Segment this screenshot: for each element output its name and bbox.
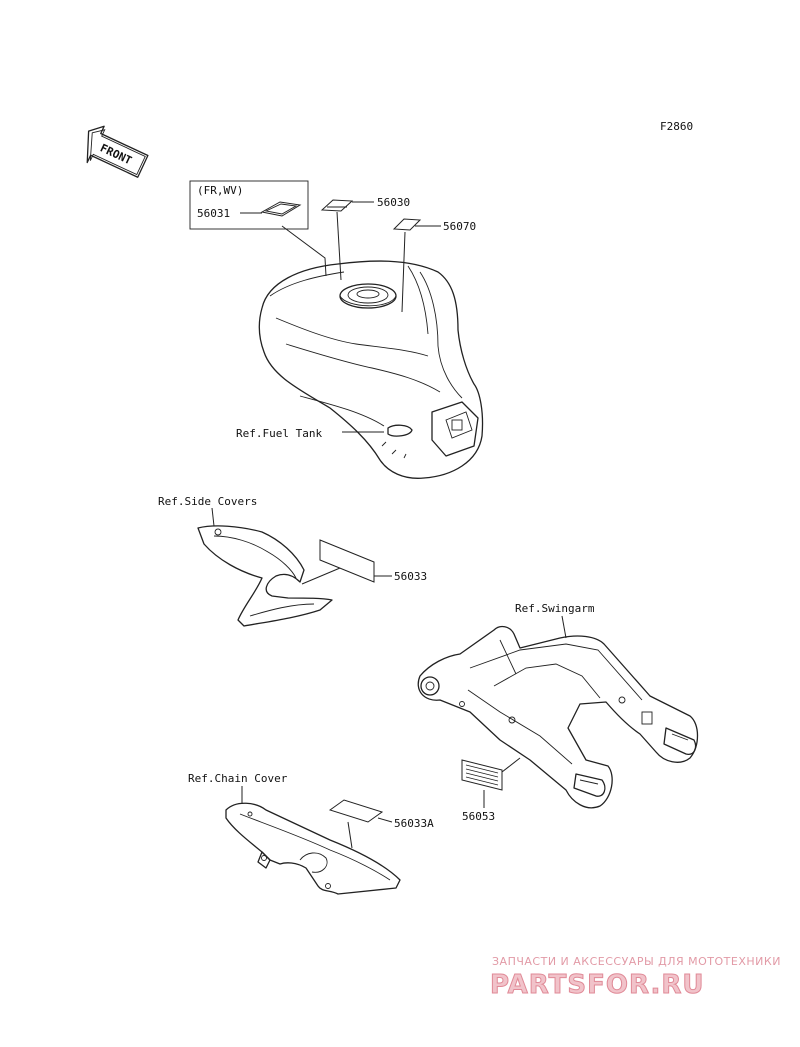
decal-56033A [328, 799, 384, 823]
part-number-56053: 56053 [462, 810, 495, 823]
part-number-56070: 56070 [443, 220, 476, 233]
ref-swingarm-label: Ref.Swingarm [515, 602, 595, 615]
decal-56033 [319, 539, 375, 583]
watermark-brand: PARTSFOR.RU [490, 970, 704, 1000]
ref-fuel-tank-label: Ref.Fuel Tank [236, 427, 322, 440]
ref-side-covers-label: Ref.Side Covers [158, 495, 257, 508]
decal-56053 [461, 759, 503, 791]
part-number-56031: 56031 [197, 207, 230, 220]
part-number-56030: 56030 [377, 196, 410, 209]
part-number-56033: 56033 [394, 570, 427, 583]
decal-56030 [320, 199, 354, 212]
swingarm [417, 625, 699, 809]
front-label: FRONT [98, 141, 134, 167]
watermark-tagline: ЗАПЧАСТИ И АКСЕССУАРЫ ДЛЯ МОТОТЕХНИКИ [492, 955, 781, 968]
ref-chain-cover-label: Ref.Chain Cover [188, 772, 288, 785]
variant-note: (FR,WV) [197, 184, 243, 197]
fuel-tank [258, 260, 484, 479]
variant-box: (FR,WV) 56031 [189, 180, 309, 230]
side-cover [197, 525, 333, 627]
front-arrow-icon: FRONT [86, 125, 149, 178]
chain-cover [225, 802, 401, 895]
decal-56070 [392, 218, 422, 231]
figure-code: F2860 [660, 120, 693, 133]
part-number-56033A: 56033A [394, 817, 434, 830]
